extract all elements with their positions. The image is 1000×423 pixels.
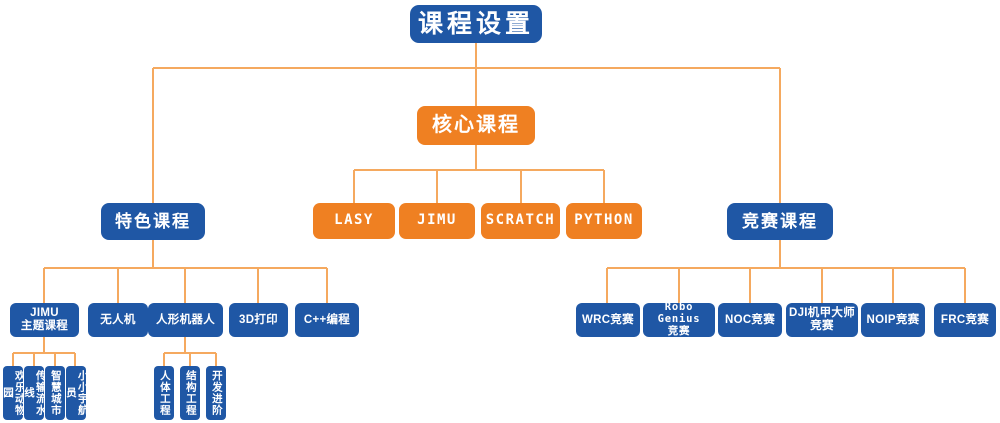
- node-featured-child-humanoid-robot[interactable]: 人形机器人: [148, 303, 223, 337]
- node-competition-courses[interactable]: 竞赛课程: [727, 203, 833, 240]
- node-featured-child-jimu-theme[interactable]: JIMU 主题课程: [10, 303, 79, 337]
- node-core-child-jimu[interactable]: JIMU: [399, 203, 475, 239]
- node-humanoid-leaf-advanced-development[interactable]: 开发进阶: [206, 366, 226, 420]
- node-featured-child-3d-printing[interactable]: 3D打印: [229, 303, 288, 337]
- node-core-courses[interactable]: 核心课程: [417, 106, 535, 145]
- node-competition-child-wrc[interactable]: WRC竞赛: [576, 303, 640, 337]
- node-humanoid-leaf-ergonomics[interactable]: 人体工程: [154, 366, 174, 420]
- node-jimu-leaf-little-astronaut[interactable]: 小小宇航员: [65, 366, 89, 420]
- node-competition-child-noip[interactable]: NOIP竞赛: [861, 303, 925, 337]
- node-core-child-python[interactable]: PYTHON: [566, 203, 642, 239]
- node-competition-child-robo-genius[interactable]: Robo Genius 竞赛: [643, 301, 715, 337]
- node-core-child-lasy[interactable]: LASY: [313, 203, 395, 239]
- node-competition-child-dji[interactable]: DJI机甲大师 竞赛: [786, 303, 858, 337]
- node-jimu-leaf-happy-zoo[interactable]: 欢乐动物园: [2, 366, 26, 420]
- node-featured-courses[interactable]: 特色课程: [101, 203, 205, 240]
- node-humanoid-leaf-structural-engineering[interactable]: 结构工程: [180, 366, 200, 420]
- node-competition-child-noc[interactable]: NOC竞赛: [718, 303, 782, 337]
- node-featured-child-drone[interactable]: 无人机: [88, 303, 148, 337]
- node-jimu-leaf-conveyor-line[interactable]: 传输流水线: [23, 366, 47, 420]
- node-featured-child-cpp-programming[interactable]: C++编程: [295, 303, 359, 337]
- node-root-course-settings[interactable]: 课程设置: [410, 5, 542, 43]
- node-jimu-leaf-smart-city[interactable]: 智慧城市: [45, 366, 65, 420]
- node-competition-child-frc[interactable]: FRC竞赛: [934, 303, 996, 337]
- node-core-child-scratch[interactable]: SCRATCH: [481, 203, 560, 239]
